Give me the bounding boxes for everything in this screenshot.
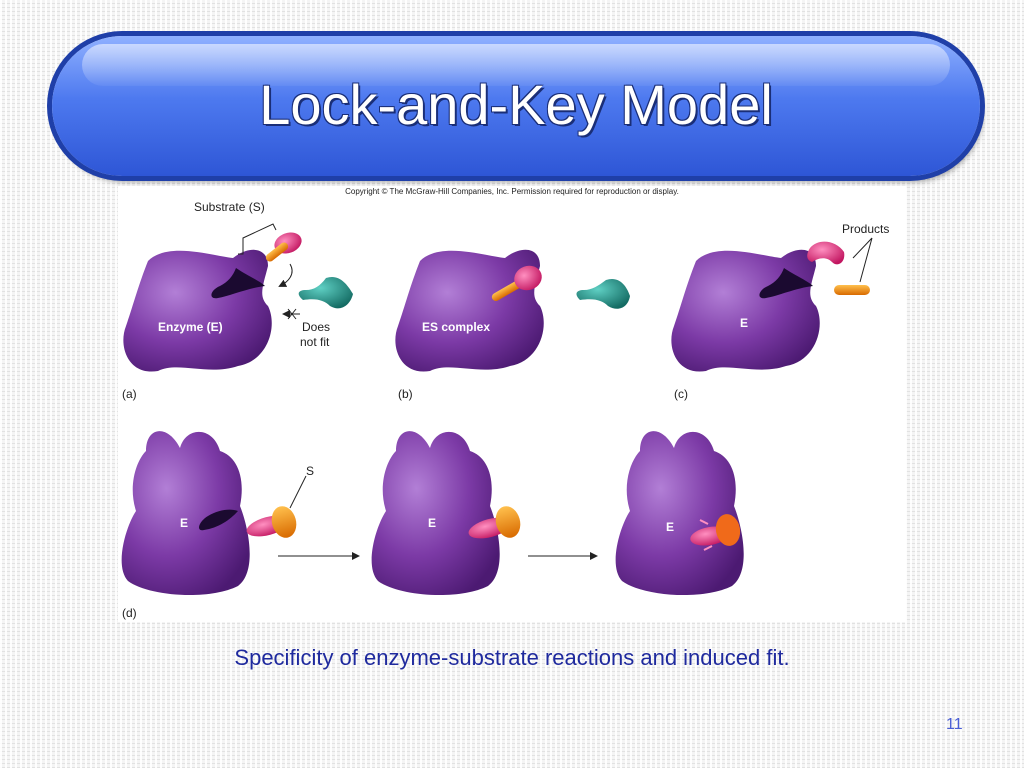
panel-c-products	[807, 241, 870, 295]
panel-a-nonfitting-molecule	[298, 276, 353, 309]
copyright-notice: Copyright © The McGraw-Hill Companies, I…	[345, 187, 679, 196]
panel-d-enzyme-label-3: E	[666, 520, 675, 534]
panel-d-substrate-label: S	[306, 464, 315, 478]
slide-caption: Specificity of enzyme-substrate reaction…	[234, 645, 790, 670]
panel-a-substrate	[265, 232, 302, 262]
panel-c-enzyme-label: E	[740, 316, 749, 330]
panel-c-products-pointers	[852, 237, 873, 283]
title-banner: Lock-and-Key Model	[52, 36, 980, 176]
panel-d-substrate-pointer	[289, 475, 307, 509]
panel-b-enzyme	[395, 249, 544, 372]
panel-d-substrate-2	[468, 506, 521, 539]
panel-a-fit-arrow	[278, 263, 293, 287]
panel-c-products-label: Products	[842, 222, 890, 236]
panel-d-enzyme-3	[615, 431, 744, 596]
title-gloss	[82, 44, 950, 86]
panel-b-nonfitting-molecule	[576, 278, 630, 309]
slide-title: Lock-and-Key Model	[259, 73, 773, 136]
panel-c-enzyme	[671, 249, 820, 372]
panel-a-x-mark	[287, 308, 297, 320]
panel-a-tag: (a)	[122, 387, 137, 401]
panel-d-enzyme-1	[121, 431, 250, 596]
panel-b-tag: (b)	[398, 387, 413, 401]
panel-a-enzyme	[123, 249, 272, 372]
panel-d-enzyme-2	[371, 431, 500, 596]
enzyme-illustration	[121, 223, 873, 596]
panel-d-tag: (d)	[122, 606, 137, 620]
panel-a-not-fit-label: not fit	[300, 335, 330, 349]
panel-b-bound-substrate	[491, 265, 542, 301]
panel-a-substrate-label: Substrate (S)	[194, 200, 265, 214]
panel-d-enzyme-label-1: E	[180, 516, 189, 530]
page-number: 11	[946, 716, 963, 733]
panel-a-enzyme-label: Enzyme (E)	[158, 320, 223, 334]
panel-d-substrate-1	[246, 506, 297, 538]
panel-d-enzyme-label-2: E	[428, 516, 437, 530]
panel-c-tag: (c)	[674, 387, 688, 401]
enzyme-figure: Copyright © The McGraw-Hill Companies, I…	[118, 186, 906, 622]
panel-b-complex-label: ES complex	[422, 320, 491, 334]
panel-a-substrate-bracket	[238, 223, 277, 255]
panel-a-does-label: Does	[302, 320, 331, 334]
panel-d-substrate-3	[690, 514, 741, 551]
